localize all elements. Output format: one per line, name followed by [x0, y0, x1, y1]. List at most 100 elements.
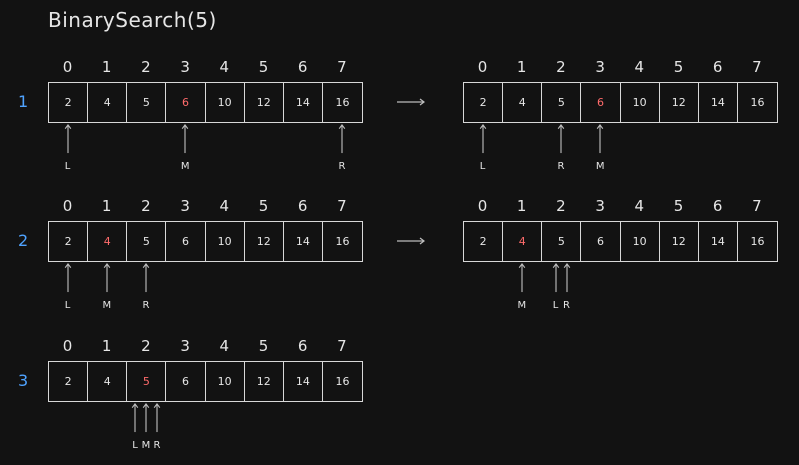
array-cell: 10: [621, 83, 660, 122]
pointer-arrow: [563, 263, 570, 293]
pointer-label-r: R: [338, 161, 346, 172]
index-label: 0: [477, 58, 488, 76]
array-cell: 16: [750, 96, 765, 109]
index-label: 4: [219, 337, 230, 355]
index-label: 1: [101, 58, 112, 76]
array-cell: 10: [206, 222, 245, 261]
pointer-label-r: R: [142, 300, 150, 311]
index-label: 7: [337, 337, 347, 355]
transition-arrow: [397, 98, 425, 106]
index-label: 1: [516, 58, 527, 76]
array-cell: 10: [206, 83, 245, 122]
pointer-label-l: L: [64, 161, 71, 172]
index-label: 6: [297, 337, 308, 355]
array-cell: 14: [699, 222, 738, 261]
array-cell: 4: [88, 362, 128, 401]
array-cell: 5: [127, 362, 167, 401]
pointer-arrow: [552, 263, 559, 293]
array-cell: 5: [542, 83, 582, 122]
index-label: 6: [297, 197, 308, 215]
index-label: 0: [477, 197, 488, 215]
array-cell: 14: [284, 83, 323, 122]
array-cell: 5: [127, 83, 167, 122]
pointer-arrow: [518, 263, 526, 293]
pointer-arrow: [153, 403, 161, 433]
array-cell: 4: [503, 83, 543, 122]
array-cell: 5: [127, 222, 167, 261]
array-cell: 6: [581, 222, 621, 261]
pointer-label-m: M: [102, 300, 112, 311]
array-cell: 16: [750, 235, 765, 248]
array-cell: 12: [245, 83, 284, 122]
index-label: 7: [337, 58, 347, 76]
array-cell: 6: [581, 83, 621, 122]
pointer-label-r: R: [557, 161, 565, 172]
pointer-label-m: M: [595, 161, 605, 172]
array-cell: 2: [49, 362, 89, 401]
index-label: 7: [337, 197, 347, 215]
index-label: 0: [62, 337, 73, 355]
index-label: 6: [712, 58, 723, 76]
pointer-label-l: L: [479, 161, 486, 172]
pointer-label-m: M: [141, 440, 151, 451]
index-label: 6: [712, 197, 723, 215]
array-cell: 4: [88, 222, 128, 261]
pointer-arrow: [64, 263, 71, 293]
step-number: 2: [18, 231, 29, 250]
pointer-arrow: [103, 263, 111, 293]
pointer-label-l: L: [132, 440, 138, 451]
pointer-label-l: L: [552, 300, 559, 311]
index-label: 4: [634, 58, 645, 76]
step-number: 1: [18, 92, 29, 111]
index-label: 2: [556, 197, 566, 215]
index-label: 3: [595, 58, 605, 76]
array-cell: 4: [503, 222, 543, 261]
pointer-arrow: [181, 124, 189, 154]
array-cell: 12: [245, 362, 284, 401]
array-cell: 16: [335, 235, 350, 248]
array-cell: 6: [166, 83, 206, 122]
index-label: 2: [556, 58, 566, 76]
index-label: 5: [258, 58, 269, 76]
array-cell: 5: [542, 222, 582, 261]
page-title: BinarySearch(5): [48, 8, 217, 32]
step-number: 3: [18, 371, 29, 390]
pointer-label-r: R: [563, 300, 570, 311]
array-cell: 2: [464, 83, 504, 122]
index-label: 5: [258, 337, 269, 355]
array-cell: 6: [166, 222, 206, 261]
index-label: 0: [62, 58, 73, 76]
array-cell: 16: [335, 375, 350, 388]
pointer-label-r: R: [153, 440, 161, 451]
pointer-arrow: [557, 124, 565, 154]
index-label: 3: [180, 337, 190, 355]
array-cell: 12: [660, 83, 699, 122]
array-cell: 14: [284, 222, 323, 261]
pointer-arrow: [596, 124, 604, 154]
index-label: 7: [752, 58, 762, 76]
pointer-label-m: M: [180, 161, 190, 172]
array-cell: 12: [660, 222, 699, 261]
pointer-arrow: [338, 124, 346, 154]
index-label: 1: [101, 337, 112, 355]
index-label: 6: [297, 58, 308, 76]
array-cell: 16: [335, 96, 350, 109]
array-cell: 2: [49, 222, 89, 261]
index-label: 1: [516, 197, 527, 215]
index-label: 2: [141, 197, 151, 215]
pointer-label-m: M: [517, 300, 527, 311]
pointer-arrow: [142, 403, 150, 433]
array-cell: 6: [166, 362, 206, 401]
array-cell: 10: [206, 362, 245, 401]
index-label: 5: [258, 197, 269, 215]
array-cell: 10: [621, 222, 660, 261]
index-label: 1: [101, 197, 112, 215]
transition-arrow: [397, 237, 425, 245]
array-cell: 2: [49, 83, 89, 122]
array-cell: 14: [284, 362, 323, 401]
